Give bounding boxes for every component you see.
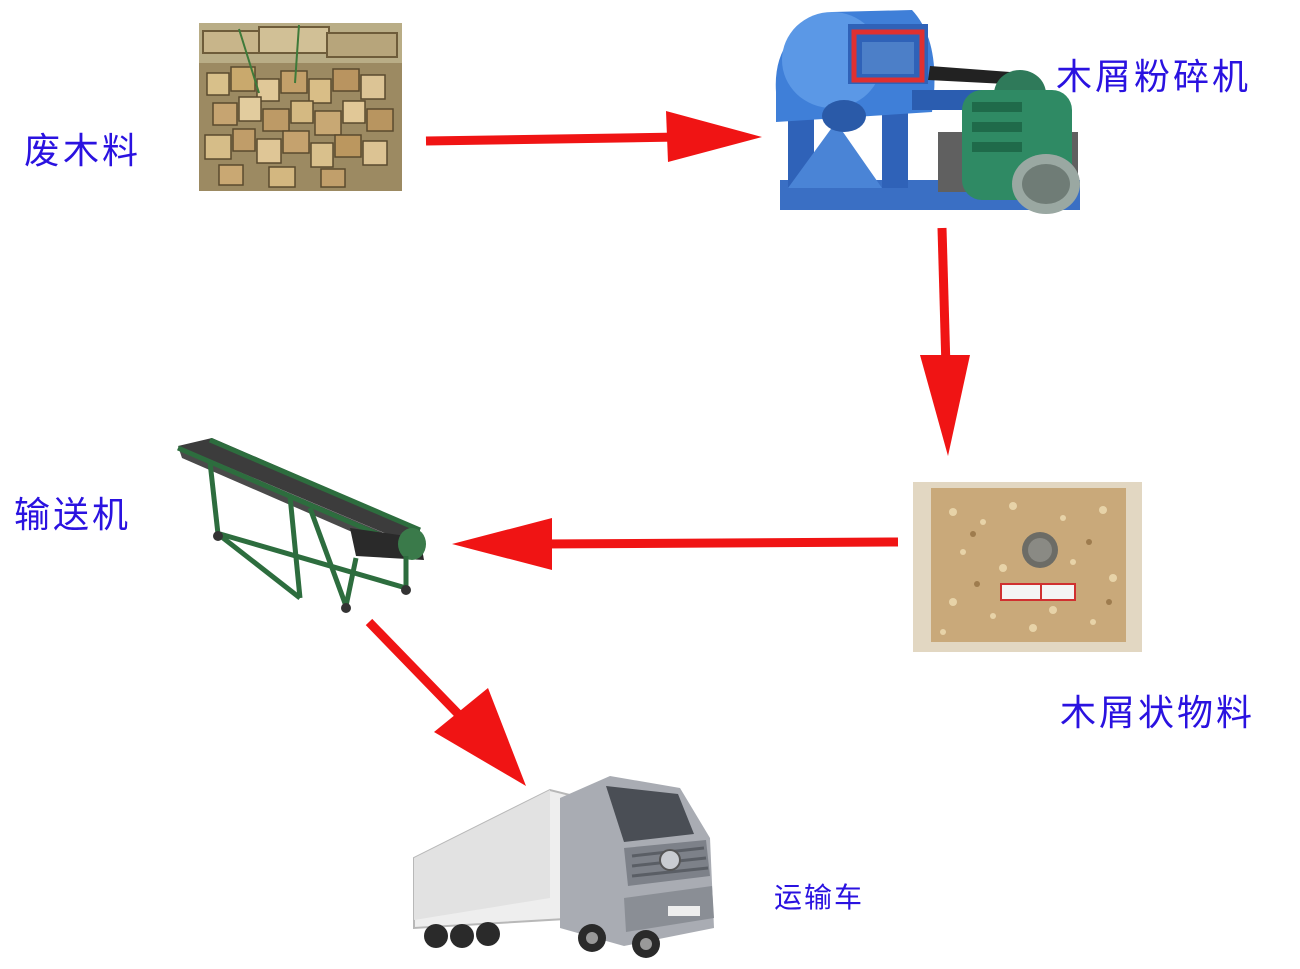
- arrow-conveyor-to-truck: [365, 618, 526, 786]
- label-conveyor: 输送机: [14, 495, 132, 536]
- arrow-crusher-to-sawdust: [920, 227, 970, 456]
- sawdust-image: [913, 482, 1142, 652]
- label-crusher: 木屑粉碎机: [1056, 57, 1252, 98]
- label-waste-wood: 废木料: [24, 131, 142, 172]
- waste-wood-image: [199, 23, 402, 191]
- label-truck: 运输车: [774, 881, 865, 914]
- conveyor-image: [177, 438, 426, 613]
- crusher-image: [775, 10, 1080, 214]
- truck-image: [413, 776, 714, 958]
- label-sawdust: 木屑状物料: [1060, 693, 1256, 734]
- arrow-sawdust-to-conveyor: [452, 518, 899, 570]
- arrow-waste-to-crusher: [425, 111, 762, 162]
